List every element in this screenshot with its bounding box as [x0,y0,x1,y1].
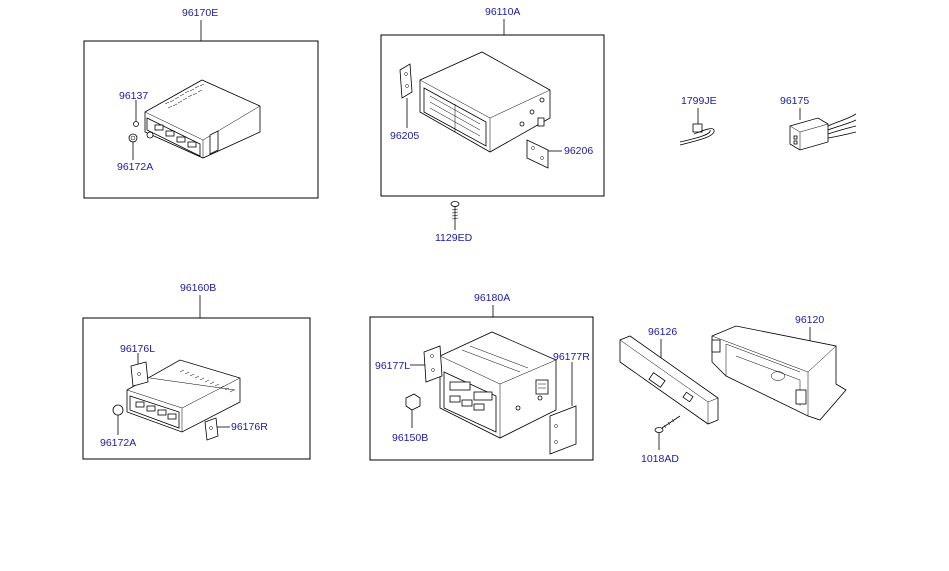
group-96110A: 96110A 96205 962 [380,6,605,197]
label-96126[interactable]: 96126 [648,326,677,338]
bracket-96176R[interactable] [204,417,219,441]
bracket-96205[interactable] [399,63,413,99]
label-96120[interactable]: 96120 [795,314,824,326]
label-1129ED[interactable]: 1129ED [435,232,473,244]
connector-96175[interactable] [789,113,857,151]
label-1799JE[interactable]: 1799JE [681,95,717,107]
label-96206[interactable]: 96206 [564,145,593,157]
screw-1129ED[interactable] [450,201,460,223]
label-1018AD[interactable]: 1018AD [641,453,679,465]
label-96175[interactable]: 96175 [780,95,809,107]
knob-96137[interactable] [133,121,139,127]
panel-96126[interactable] [619,335,719,425]
label-96137[interactable]: 96137 [119,90,148,102]
group-96170E: 96170E 96137 96172A [83,7,319,199]
group-96180A: 96180A 96177L [369,292,594,461]
label-96205[interactable]: 96205 [390,130,419,142]
label-96150B[interactable]: 96150B [392,432,428,444]
label-96172A-top[interactable]: 96172A [117,161,153,173]
label-96177L[interactable]: 96177L [375,360,410,372]
group-box-96180A [369,316,594,461]
bracket-96177R[interactable] [549,405,577,455]
label-96180A[interactable]: 96180A [474,292,510,304]
group-box-96170E [83,40,319,199]
label-96176L[interactable]: 96176L [120,343,155,355]
radio-unit-96170E[interactable] [144,79,261,159]
label-96110A[interactable]: 96110A [485,6,520,18]
knob-96172A-top[interactable] [128,133,138,143]
bracket-96176L[interactable] [130,361,149,387]
label-96177R[interactable]: 96177R [553,351,590,363]
group-96160B: 96160B 96176L 96172A [82,282,311,460]
group-box-96160B [82,317,311,460]
label-96160B[interactable]: 96160B [180,282,216,294]
group-box-96110A [380,34,605,197]
knob-96150B[interactable] [405,393,421,411]
radio-unit-96160B[interactable] [126,359,241,433]
label-96172A-bottom[interactable]: 96172A [100,437,136,449]
label-96176R[interactable]: 96176R [231,421,268,433]
label-96170E[interactable]: 96170E [182,7,218,19]
cable-tie-1799JE[interactable] [679,123,715,146]
bracket-96177L[interactable] [423,345,443,383]
screw-1018AD[interactable] [654,415,681,433]
knob-96172A-bottom[interactable] [112,404,124,416]
bracket-96206[interactable] [526,139,549,169]
cd-changer-96110A[interactable] [419,51,551,153]
head-unit-96180A[interactable] [439,331,557,439]
housing-96120[interactable] [711,325,847,421]
